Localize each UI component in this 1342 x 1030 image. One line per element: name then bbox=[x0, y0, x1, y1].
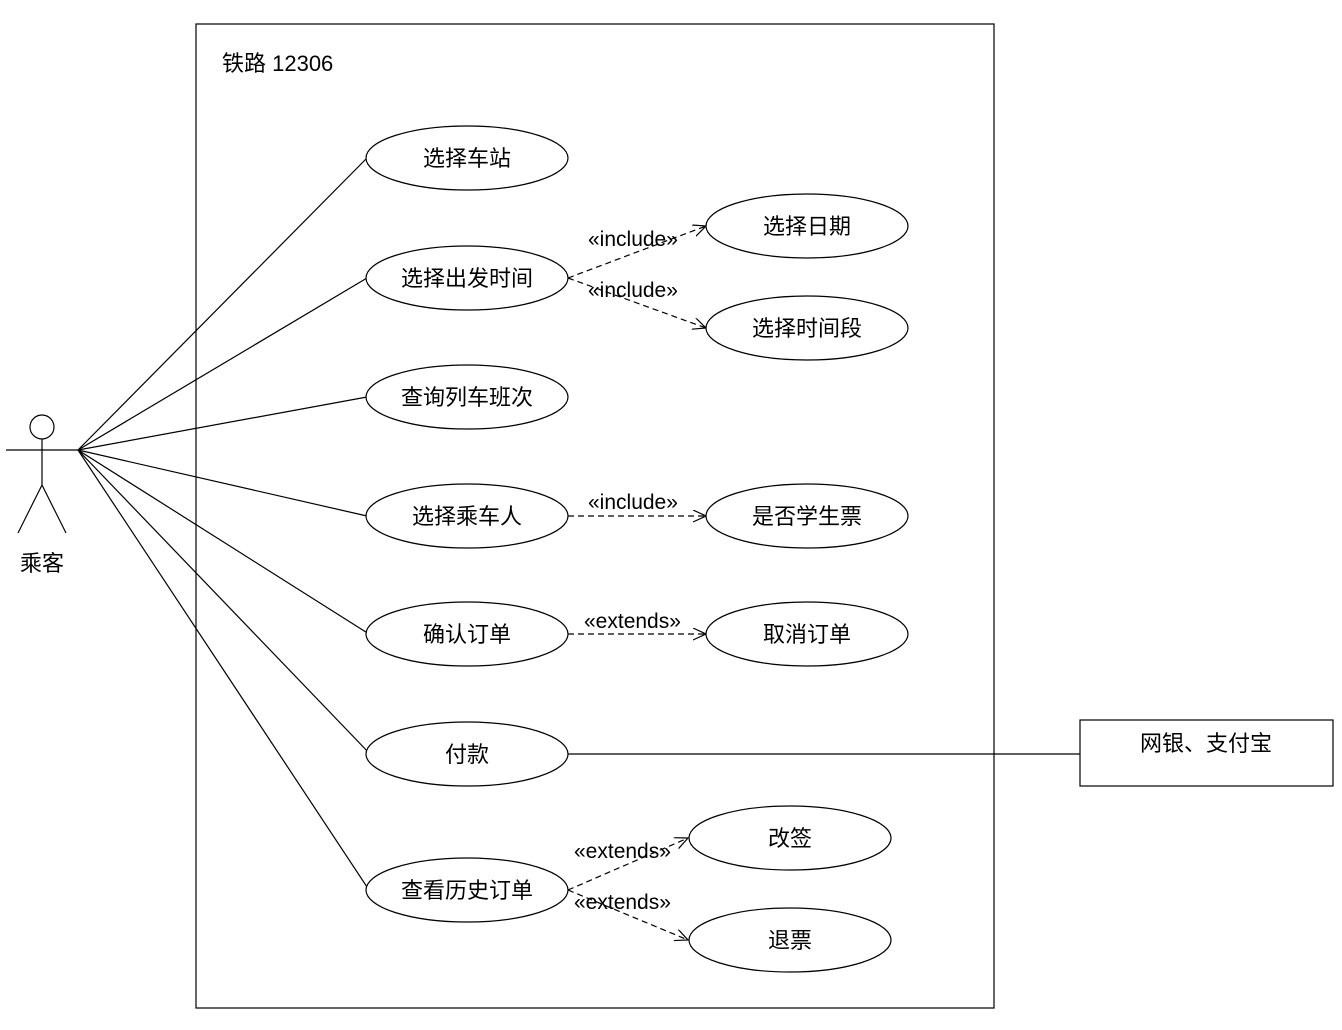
use-case-select-date: 选择日期 bbox=[705, 193, 909, 259]
use-case-label: 选择车站 bbox=[423, 147, 511, 172]
use-case-label: 确认订单 bbox=[423, 623, 511, 648]
use-case-pay: 付款 bbox=[365, 721, 569, 787]
system-title: 铁路 12306 bbox=[222, 51, 333, 76]
use-case-select-station: 选择车站 bbox=[365, 125, 569, 191]
stereotype-include-3: «include» bbox=[588, 491, 678, 514]
actor-payment-system: 网银、支付宝 bbox=[1079, 719, 1334, 787]
use-case-select-passenger: 选择乘车人 bbox=[365, 483, 569, 549]
use-case-change-ticket: 改签 bbox=[688, 805, 892, 871]
associations bbox=[77, 157, 1080, 894]
use-case-label: 查询列车班次 bbox=[401, 386, 533, 411]
use-case-refund: 退票 bbox=[688, 907, 892, 973]
use-case-label: 取消订单 bbox=[763, 623, 851, 648]
use-case-select-departure-time: 选择出发时间 bbox=[365, 245, 569, 311]
use-case-label: 查看历史订单 bbox=[401, 879, 533, 904]
actor-payment-system-label: 网银、支付宝 bbox=[1140, 732, 1272, 757]
use-case-view-history: 查看历史订单 bbox=[365, 857, 569, 923]
stereotype-extends-2: «extends» bbox=[574, 840, 671, 863]
stereotype-extends-3: «extends» bbox=[574, 891, 671, 914]
use-case-student-ticket: 是否学生票 bbox=[705, 483, 909, 549]
use-case-label: 选择时间段 bbox=[752, 317, 862, 342]
actor-head bbox=[29, 414, 55, 440]
use-case-label: 付款 bbox=[445, 743, 489, 768]
use-case-cancel-order: 取消订单 bbox=[705, 601, 909, 667]
use-case-select-time-period: 选择时间段 bbox=[705, 295, 909, 361]
actor-passenger bbox=[6, 414, 78, 534]
actor-passenger-label: 乘客 bbox=[20, 552, 64, 577]
use-case-label: 退票 bbox=[768, 929, 812, 954]
use-case-label: 是否学生票 bbox=[752, 505, 862, 530]
use-case-label: 选择日期 bbox=[763, 215, 851, 240]
use-case-label: 改签 bbox=[768, 827, 812, 852]
use-case-confirm-order: 确认订单 bbox=[365, 601, 569, 667]
dependencies bbox=[567, 226, 706, 940]
use-case-label: 选择出发时间 bbox=[401, 267, 533, 292]
stereotype-extends-1: «extends» bbox=[584, 610, 681, 633]
stereotype-include-2: «include» bbox=[588, 279, 678, 302]
use-case-query-trains: 查询列车班次 bbox=[365, 364, 569, 430]
use-case-label: 选择乘车人 bbox=[412, 505, 522, 530]
stereotype-include-1: «include» bbox=[588, 228, 678, 251]
